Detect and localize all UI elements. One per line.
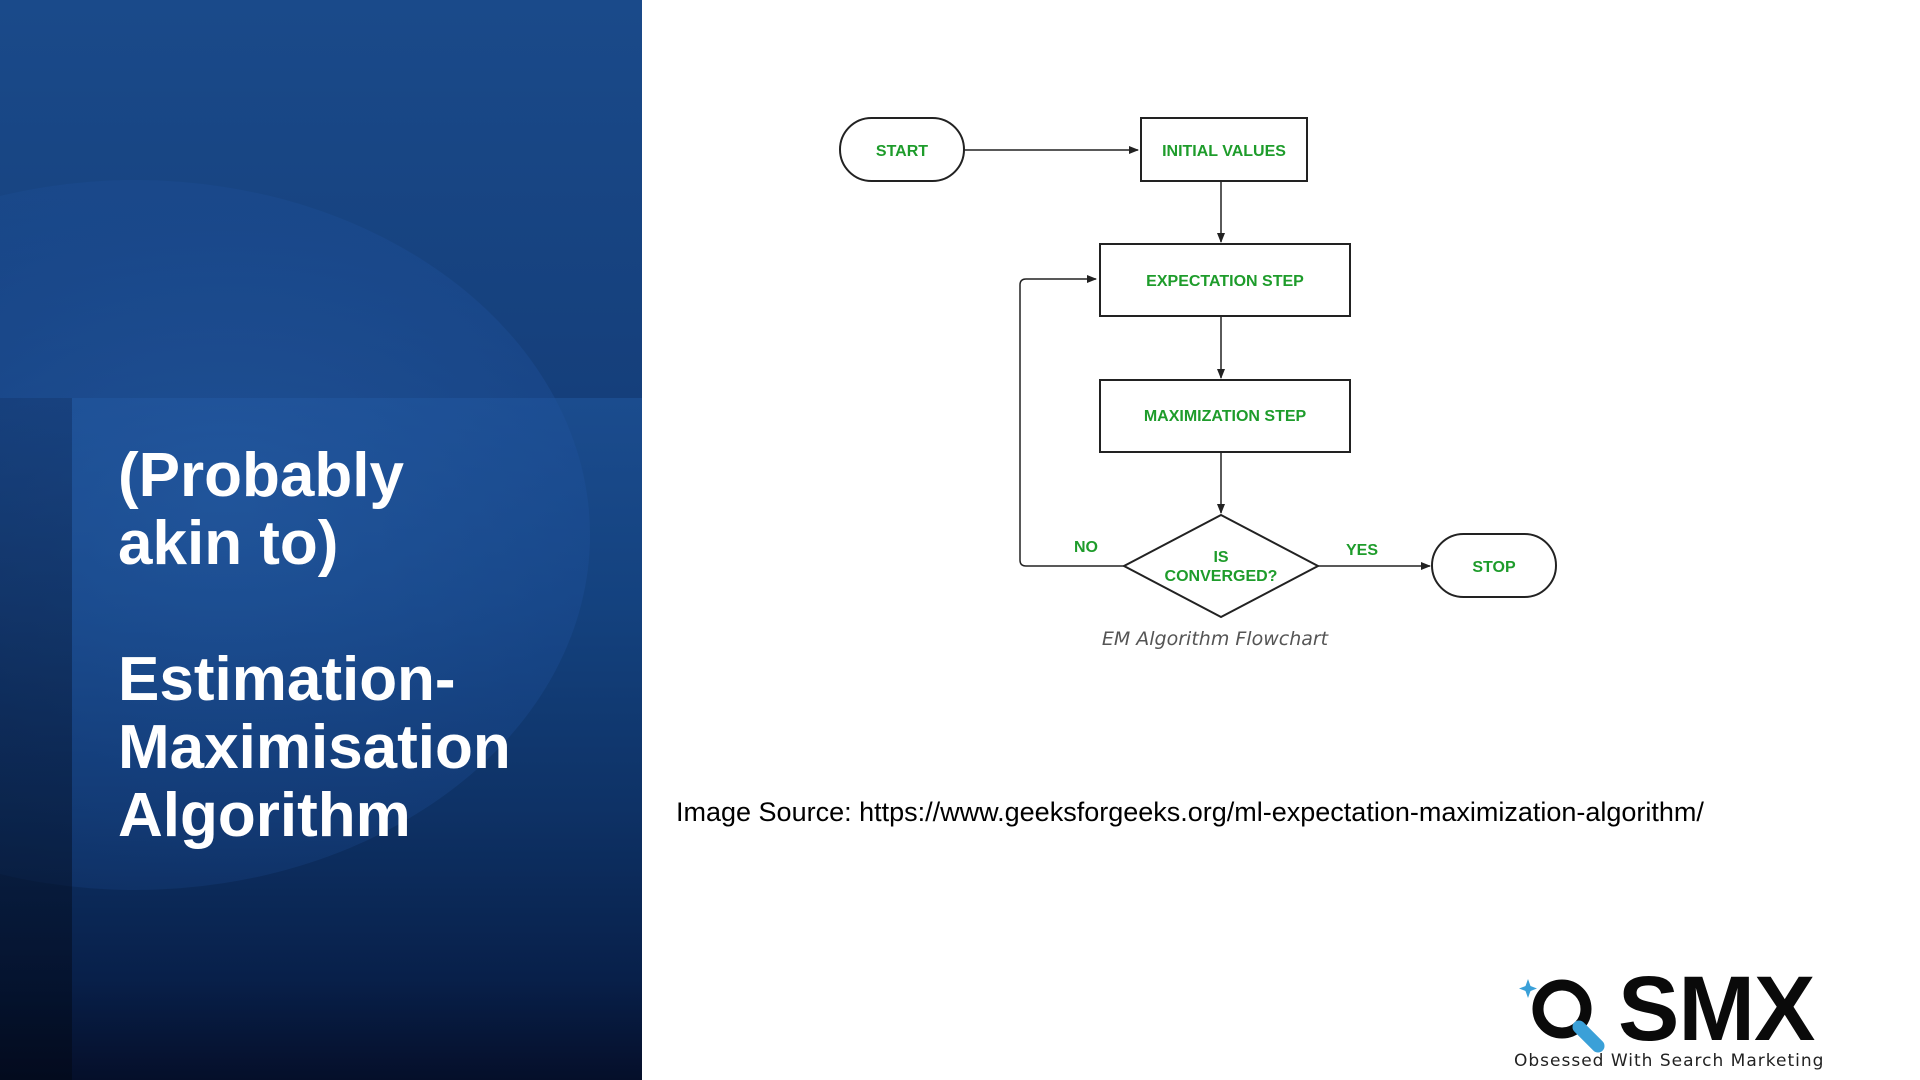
title-line: Estimation-	[118, 645, 456, 714]
node-expectation-label: EXPECTATION STEP	[1146, 273, 1304, 290]
edge-label-yes: YES	[1346, 542, 1378, 559]
node-expectation-step: EXPECTATION STEP	[1099, 243, 1351, 317]
title-line: (Probably	[118, 441, 404, 510]
title-line: akin to)	[118, 509, 339, 578]
node-initial-values: INITIAL VALUES	[1140, 117, 1308, 182]
edge-decision-no-loop	[1019, 275, 1124, 567]
title-panel: (Probably akin to) Estimation- Maximisat…	[0, 0, 642, 1080]
edge-label-no: NO	[1074, 539, 1098, 556]
em-flowchart: START INITIAL VALUES EXPECTATION STEP MA…	[820, 100, 1600, 670]
node-converged-label-2: CONVERGED?	[1165, 568, 1278, 585]
node-maximization-step: MAXIMIZATION STEP	[1099, 379, 1351, 453]
title-line: Algorithm	[118, 781, 411, 850]
magnifier-icon	[1519, 979, 1605, 1053]
node-start: START	[839, 117, 965, 182]
node-initial-values-label: INITIAL VALUES	[1162, 143, 1286, 160]
sparkle-icon	[1519, 979, 1537, 998]
node-converged-label-1: IS	[1213, 549, 1228, 566]
logo-tagline: Obsessed With Search Marketing	[1514, 1051, 1825, 1071]
title-line: Maximisation	[118, 713, 511, 782]
node-converged-decision: IS CONVERGED?	[1121, 513, 1321, 619]
flowchart-svg: START INITIAL VALUES EXPECTATION STEP MA…	[839, 117, 1557, 650]
node-stop: STOP	[1431, 533, 1557, 598]
node-stop-label: STOP	[1472, 559, 1516, 576]
slide-title: (Probably akin to) Estimation- Maximisat…	[118, 442, 618, 850]
node-maximization-label: MAXIMIZATION STEP	[1144, 408, 1307, 425]
node-start-label: START	[876, 143, 928, 160]
image-source-text: Image Source: https://www.geeksforgeeks.…	[676, 797, 1704, 827]
diagram-caption: EM Algorithm Flowchart	[1102, 628, 1330, 650]
smx-logo: SMX Obsessed With Search Marketing	[1510, 958, 1850, 1075]
title-gap	[118, 578, 618, 646]
panel-left-strip	[0, 398, 72, 1080]
logo-wordmark: SMX	[1618, 958, 1815, 1060]
